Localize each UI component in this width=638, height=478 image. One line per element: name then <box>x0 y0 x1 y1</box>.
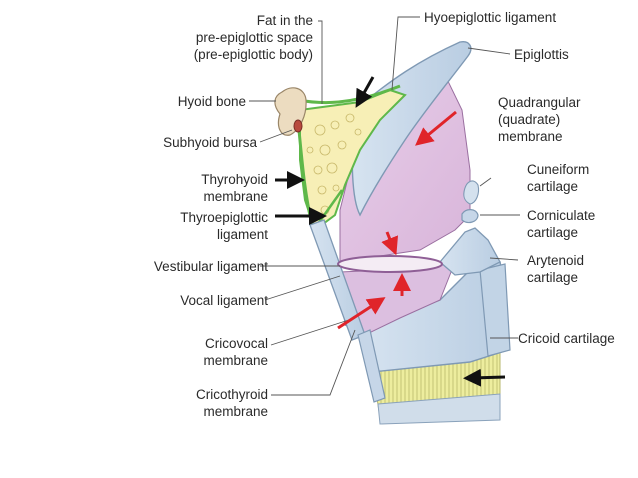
label-line: Vocal ligament <box>180 293 268 308</box>
label-line: Quadrangular <box>498 95 581 110</box>
black-arrows <box>275 76 506 387</box>
label-quadrangular-membrane: Quadrangular (quadrate) membrane <box>498 94 581 145</box>
fat-globules <box>306 113 362 215</box>
label-line: ligament <box>216 227 268 242</box>
vestibular-ligament-shape <box>337 255 443 273</box>
label-arytenoid-cartilage: Arytenoid cartilage <box>527 252 584 286</box>
black-arrow-cricothyroid <box>463 368 506 387</box>
label-line: Fat in the <box>256 13 313 28</box>
label-line: cartilage <box>527 270 579 285</box>
epiglottis-shape <box>351 41 472 217</box>
label-line: (quadrate) <box>498 112 561 127</box>
label-vocal-ligament: Vocal ligament <box>180 292 268 309</box>
label-line: Hyoid bone <box>177 94 246 109</box>
red-arrows <box>337 110 457 330</box>
label-hyoepiglottic-ligament: Hyoepiglottic ligament <box>424 9 556 26</box>
label-line: cartilage <box>527 225 579 240</box>
subhyoid-bursa-shape <box>293 119 303 133</box>
cuneiform-cartilage-shape <box>463 180 480 205</box>
arytenoid-cartilage-shape <box>439 227 501 276</box>
label-line: membrane <box>203 353 268 368</box>
label-thyroepiglottic-ligament: Thyroepiglottic ligament <box>180 209 268 243</box>
label-line: Cuneiform <box>527 162 590 177</box>
thyroid-lower-edge <box>357 329 386 403</box>
lower-cartilage-ring <box>377 393 501 425</box>
label-cricoid-cartilage: Cricoid cartilage <box>518 330 615 347</box>
red-arrow-vestibular <box>381 231 399 256</box>
label-line: Hyoepiglottic ligament <box>424 10 557 25</box>
label-cuneiform-cartilage: Cuneiform cartilage <box>527 161 589 195</box>
label-epiglottis: Epiglottis <box>514 46 569 63</box>
label-line: Thyrohyoid <box>201 172 268 187</box>
red-arrow-cricovocal <box>337 297 386 330</box>
label-line: membrane <box>203 189 268 204</box>
label-line: Vestibular ligament <box>153 259 268 274</box>
label-subhyoid-bursa: Subhyoid bursa <box>163 134 257 151</box>
label-line: membrane <box>203 404 268 419</box>
label-cricovocal-membrane: Cricovocal membrane <box>203 335 268 369</box>
black-arrow-hyoepiglottic <box>355 76 375 108</box>
label-line: (pre-epiglottic body) <box>193 47 313 62</box>
label-line: Subhyoid bursa <box>163 135 257 150</box>
label-line: Thyroepiglottic <box>180 210 268 225</box>
label-line: Cricovocal <box>204 336 268 351</box>
label-line: Cricothyroid <box>195 387 268 402</box>
corniculate-cartilage-shape <box>461 209 479 224</box>
label-line: Cricoid cartilage <box>518 331 615 346</box>
label-line: Arytenoid <box>527 253 585 268</box>
label-line: membrane <box>498 129 563 144</box>
label-line: pre-epiglottic space <box>195 30 313 45</box>
label-line: cartilage <box>527 179 579 194</box>
red-arrow-quadrangular <box>415 110 457 146</box>
label-line: Epiglottis <box>514 47 569 62</box>
label-corniculate-cartilage: Corniculate cartilage <box>527 207 595 241</box>
label-fat-pre-epiglottic: Fat in the pre-epiglottic space (pre-epi… <box>194 12 313 63</box>
label-vestibular-ligament: Vestibular ligament <box>154 258 268 275</box>
label-hyoid-bone: Hyoid bone <box>178 93 246 110</box>
label-thyrohyoid-membrane: Thyrohyoid membrane <box>201 171 268 205</box>
cricoid-lamina <box>479 263 511 357</box>
label-cricothyroid-membrane: Cricothyroid membrane <box>196 386 268 420</box>
label-line: Corniculate <box>527 208 596 223</box>
leader-lines <box>249 16 520 396</box>
